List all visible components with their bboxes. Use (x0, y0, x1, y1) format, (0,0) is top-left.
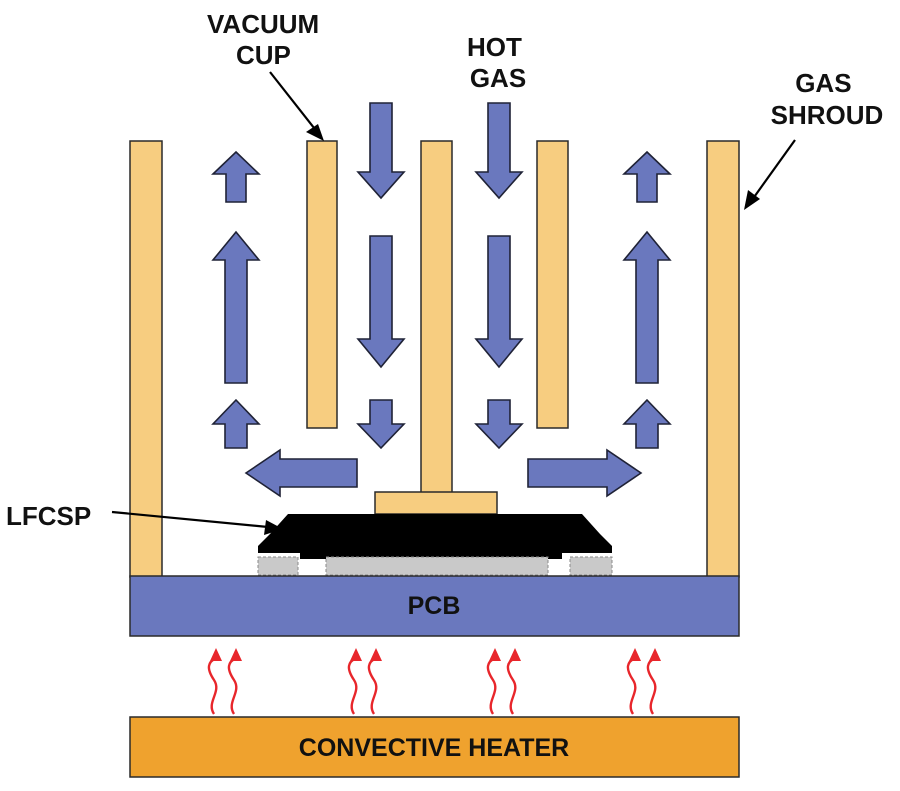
up-arrow-left-top-icon (211, 150, 261, 203)
heat-wave-8-icon (646, 656, 657, 715)
heat-wave-head-5-icon (489, 648, 501, 661)
heat-wave-7-icon (626, 656, 637, 715)
solder-joint-center (325, 556, 549, 576)
vacuum-cup-leader (269, 71, 319, 134)
hot-gas-callout: HOT GAS (467, 32, 529, 93)
solder-joints (257, 556, 613, 576)
gas-flow-arrows (211, 102, 672, 498)
heat-wave-head-8-icon (649, 648, 661, 661)
gas-shroud-label: GAS SHROUD (771, 68, 884, 130)
nozzle-right-wall (536, 140, 569, 429)
gas-shroud-left-wall (129, 140, 163, 578)
down-arrow-right-mid-icon (474, 235, 524, 369)
heat-wave-head-6-icon (509, 648, 521, 661)
down-arrow-left-bottom-icon (356, 399, 406, 450)
down-arrow-left-mid-icon (356, 235, 406, 369)
up-arrow-right-mid-icon (622, 230, 672, 384)
pcb-board (129, 575, 740, 637)
vacuum-cup-arrowhead-icon (306, 124, 324, 141)
vacuum-cup-shaft (420, 140, 453, 494)
solder-joint-right (569, 556, 613, 576)
heat-wave-1-icon (207, 656, 218, 715)
heat-wave-head-4-icon (370, 648, 382, 661)
heat-wave-6-icon (506, 656, 517, 715)
heat-wave-head-1-icon (210, 648, 222, 661)
convective-heater (129, 716, 740, 778)
heat-wave-head-3-icon (350, 648, 362, 661)
down-arrow-left-top-icon (356, 102, 406, 200)
lfcsp-leader (111, 510, 269, 529)
vacuum-cup-label-line1: VACUUM (207, 9, 319, 39)
hot-gas-label-line1: HOT (467, 32, 522, 62)
lfcsp-body (258, 514, 612, 553)
vacuum-cup-pad (374, 491, 498, 515)
heat-wave-head-2-icon (230, 648, 242, 661)
heat-wave-2-icon (227, 656, 238, 715)
down-arrow-right-bottom-icon (474, 399, 524, 450)
vacuum-cup-callout: VACUUM CUP (207, 9, 326, 141)
lfcsp-label: LFCSP (6, 501, 91, 531)
nozzle-left-wall (306, 140, 338, 429)
gas-shroud-label-line2: SHROUD (771, 100, 884, 130)
vacuum-cup-label-line2: CUP (236, 40, 291, 70)
up-arrow-left-mid-icon (211, 230, 261, 384)
heat-wave-4-icon (367, 656, 378, 715)
lfcsp-callout: LFCSP (6, 501, 283, 535)
up-arrow-right-bottom-icon (622, 398, 672, 449)
hot-gas-label-line2: GAS (470, 63, 526, 93)
lfcsp-arrowhead-icon (264, 520, 283, 535)
down-arrow-right-top-icon (474, 102, 524, 200)
gas-shroud-arrowhead-icon (744, 190, 760, 210)
up-arrow-right-top-icon (622, 150, 672, 203)
heat-wave-head-7-icon (629, 648, 641, 661)
hot-gas-label: HOT GAS (467, 32, 529, 93)
heat-wave-3-icon (347, 656, 358, 715)
up-arrow-left-bottom-icon (211, 398, 261, 449)
gas-shroud-right-wall (706, 140, 740, 578)
lfcsp-package (258, 514, 612, 559)
heat-waves (207, 648, 661, 715)
gas-shroud-label-line1: GAS (795, 68, 851, 98)
solder-joint-left (257, 556, 299, 576)
heat-wave-5-icon (486, 656, 497, 715)
horizontal-arrow-right-icon (527, 448, 643, 498)
gas-shroud-callout: GAS SHROUD (744, 68, 883, 210)
pcb-label: PCB (408, 592, 461, 620)
horizontal-arrow-left-icon (244, 448, 358, 498)
heater-label: CONVECTIVE HEATER (299, 734, 569, 762)
lfcsp-die-pad (300, 549, 562, 559)
gas-shroud-leader (751, 139, 796, 201)
vacuum-cup-label: VACUUM CUP (207, 9, 326, 70)
